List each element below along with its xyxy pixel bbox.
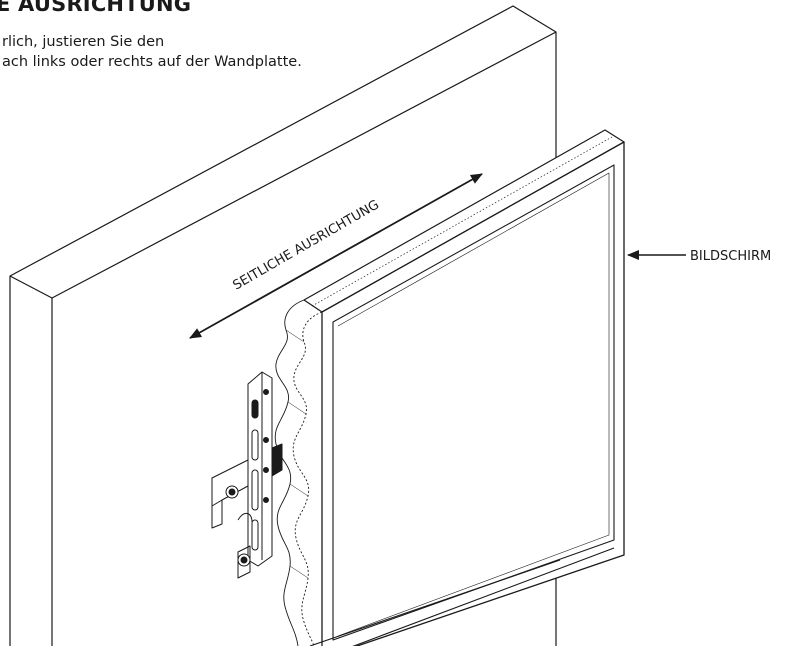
mounting-bracket — [211, 371, 283, 579]
cutaway — [274, 299, 323, 646]
cutaway-edge-outer — [274, 299, 305, 646]
screen-bottom-edges — [309, 547, 615, 646]
instruction-line-2: ach links oder rechts auf der Wandplatte… — [2, 54, 302, 70]
screen — [303, 129, 625, 646]
screen-callout-label: BILDSCHIRM — [690, 249, 771, 264]
instruction-line-1: rlich, justieren Sie den — [2, 34, 165, 50]
lateral-adjustment-arrow — [189, 173, 483, 339]
section-heading: E AUSRICHTUNG — [0, 0, 192, 16]
cutaway-edge-inner — [292, 311, 323, 646]
wall-side-face — [9, 276, 53, 646]
instruction-text: rlich, justieren Sie den ach links oder … — [2, 32, 302, 72]
